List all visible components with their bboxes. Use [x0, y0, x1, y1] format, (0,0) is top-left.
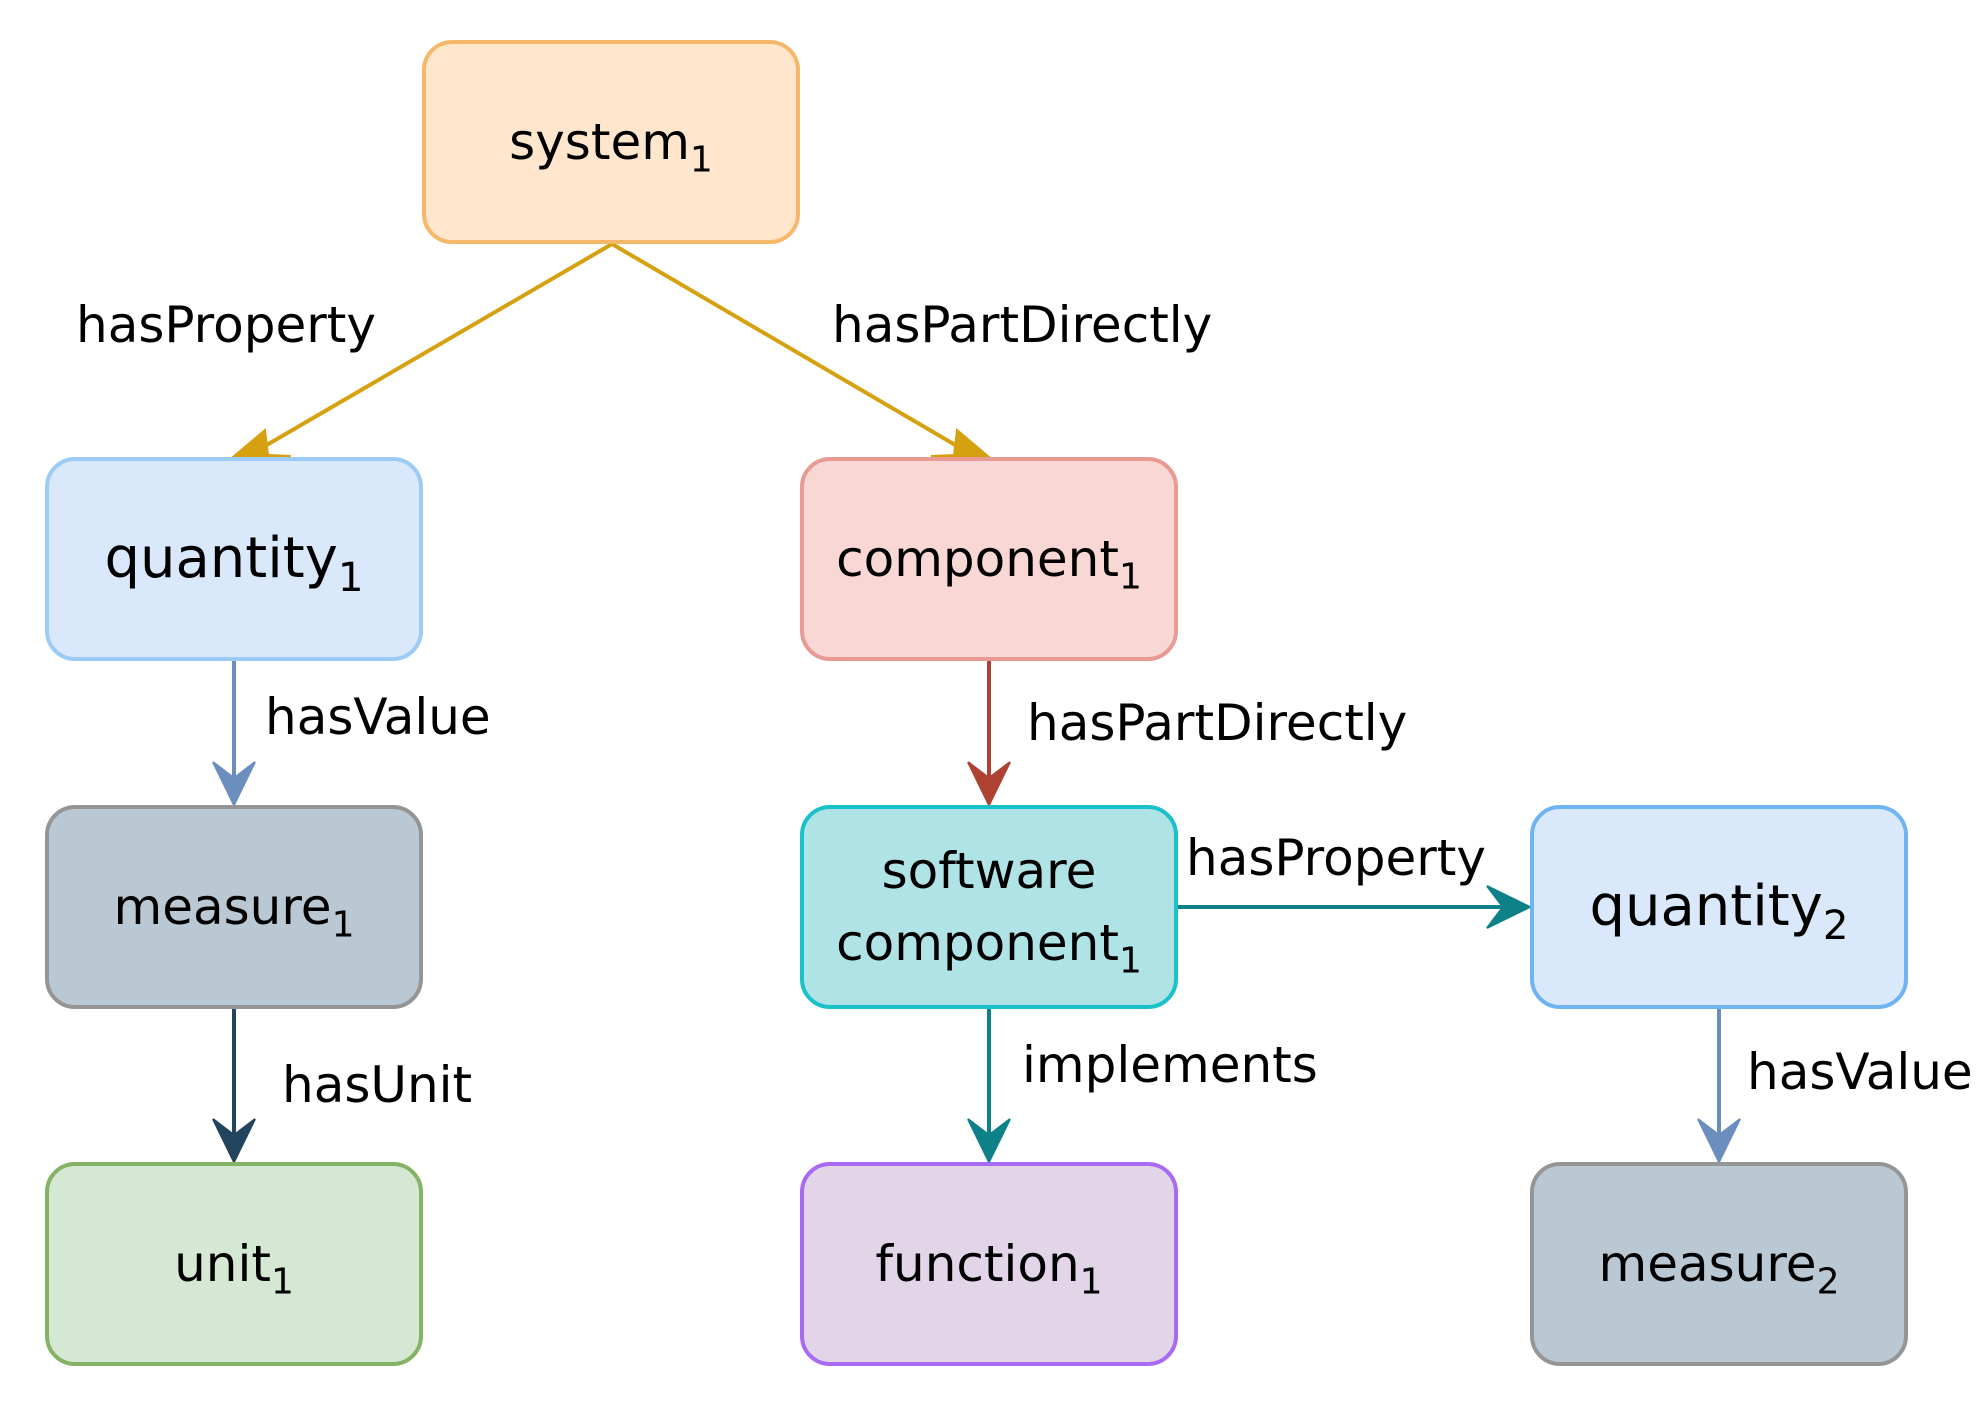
node-quantity1: quantity1 [45, 457, 423, 661]
arrowhead-e7 [967, 1118, 1011, 1165]
node-label: component [836, 529, 1119, 588]
node-subscript: 2 [1822, 902, 1849, 950]
node-label-line1: software [881, 841, 1097, 900]
edge-line-e1 [263, 242, 614, 448]
node-subscript: 1 [331, 904, 355, 946]
arrowhead-e5 [212, 1118, 256, 1165]
node-unit1: unit1 [45, 1162, 423, 1366]
node-label: unit [174, 1234, 271, 1293]
edge-label-hasproperty: hasProperty [76, 296, 376, 354]
arrowhead-e2 [930, 428, 992, 459]
node-label: system [509, 112, 690, 171]
edge-label-hasproperty: hasProperty [1186, 829, 1486, 887]
arrowhead-e6 [1486, 885, 1533, 929]
node-label: function [875, 1234, 1080, 1293]
node-label: measure [1598, 1234, 1817, 1293]
edge-line-e2 [610, 242, 959, 448]
arrowhead-e8 [1697, 1118, 1741, 1165]
node-component1: component1 [800, 457, 1178, 661]
edge-label-haspartdirectly: hasPartDirectly [832, 296, 1213, 354]
node-subscript: 1 [270, 1261, 294, 1303]
node-subscript: 2 [1816, 1261, 1840, 1303]
node-label: measure [113, 877, 332, 936]
arrowhead-e3 [212, 761, 256, 808]
node-measure1: measure1 [45, 805, 423, 1009]
node-software-component1: software component1 [800, 805, 1178, 1009]
node-subscript: 1 [1118, 940, 1142, 982]
node-subscript: 1 [689, 139, 713, 181]
edge-label-implements: implements [1022, 1036, 1318, 1094]
node-quantity2: quantity2 [1530, 805, 1908, 1009]
node-subscript: 1 [1118, 556, 1142, 598]
node-subscript: 1 [1079, 1261, 1103, 1303]
arrowhead-e1 [230, 428, 292, 459]
node-label: quantity [1589, 874, 1823, 940]
node-function1: function1 [800, 1162, 1178, 1366]
node-measure2: measure2 [1530, 1162, 1908, 1366]
edge-label-haspartdirectly: hasPartDirectly [1027, 694, 1408, 752]
edge-label-hasvalue: hasValue [265, 688, 491, 746]
node-label: component [836, 914, 1119, 972]
node-subscript: 1 [337, 554, 364, 602]
arrowhead-e4 [967, 761, 1011, 808]
edge-label-hasunit: hasUnit [282, 1056, 473, 1114]
edge-label-hasvalue: hasValue [1747, 1043, 1973, 1101]
node-system1: system1 [422, 40, 800, 244]
node-label: quantity [104, 526, 338, 592]
